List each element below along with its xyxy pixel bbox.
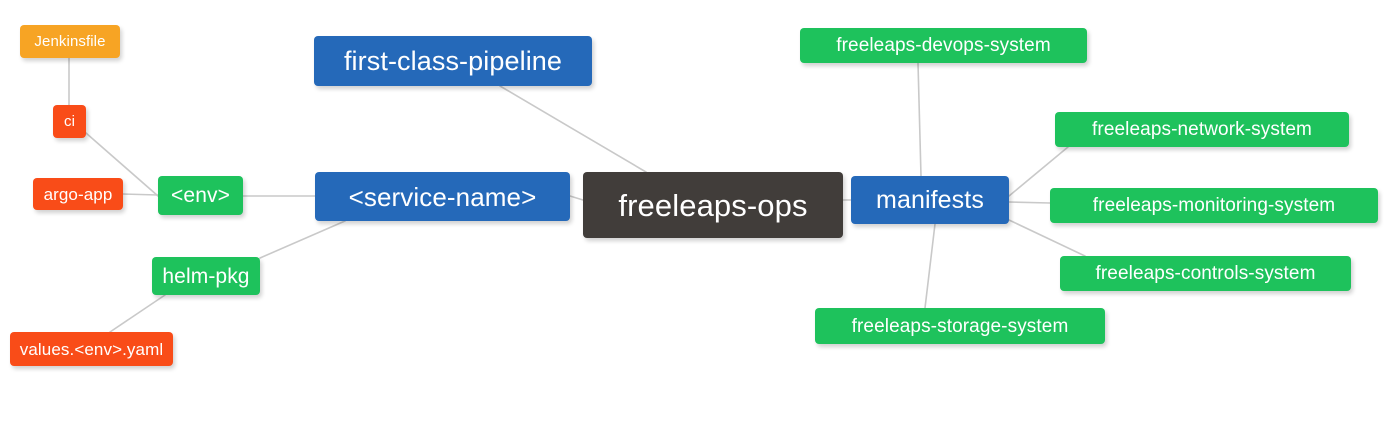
mindmap-node-freeleaps-network-system[interactable]: freeleaps-network-system bbox=[1055, 112, 1349, 147]
edge-manifests-to-freeleaps-storage-system bbox=[924, 223, 936, 309]
edge-service-name-to-freeleaps-ops bbox=[569, 195, 584, 201]
mindmap-node-first-class-pipeline[interactable]: first-class-pipeline bbox=[314, 36, 592, 86]
mindmap-node-values-env-yaml[interactable]: values.<env>.yaml bbox=[10, 332, 173, 366]
mindmap-node-freeleaps-controls-system[interactable]: freeleaps-controls-system bbox=[1060, 256, 1351, 291]
edge-first-class-pipeline-to-freeleaps-ops bbox=[499, 85, 647, 173]
mindmap-node-freeleaps-ops[interactable]: freeleaps-ops bbox=[583, 172, 843, 238]
edge-manifests-to-freeleaps-network-system bbox=[1008, 146, 1069, 197]
mindmap-node-freeleaps-monitoring-system[interactable]: freeleaps-monitoring-system bbox=[1050, 188, 1378, 223]
edge-manifests-to-freeleaps-controls-system bbox=[1008, 219, 1086, 257]
mindmap-node-helm-pkg[interactable]: helm-pkg bbox=[152, 257, 260, 295]
mindmap-node-argo-app[interactable]: argo-app bbox=[33, 178, 123, 210]
edge-manifests-to-freeleaps-monitoring-system bbox=[1008, 201, 1051, 204]
mindmap-node-freeleaps-storage-system[interactable]: freeleaps-storage-system bbox=[815, 308, 1105, 344]
mindmap-node-env[interactable]: <env> bbox=[158, 176, 243, 215]
mindmap-node-ci[interactable]: ci bbox=[53, 105, 86, 138]
edge-argo-app-to-env bbox=[122, 193, 159, 196]
edge-ci-to-env bbox=[85, 132, 159, 197]
mindmap-node-service-name[interactable]: <service-name> bbox=[315, 172, 570, 221]
edge-service-name-to-helm-pkg bbox=[259, 220, 346, 259]
mindmap-node-manifests[interactable]: manifests bbox=[851, 176, 1009, 224]
mindmap-node-Jenkinsfile[interactable]: Jenkinsfile bbox=[20, 25, 120, 58]
mindmap-node-freeleaps-devops-system[interactable]: freeleaps-devops-system bbox=[800, 28, 1087, 63]
edge-helm-pkg-to-values-env-yaml bbox=[109, 294, 166, 333]
edge-manifests-to-freeleaps-devops-system bbox=[917, 62, 922, 177]
